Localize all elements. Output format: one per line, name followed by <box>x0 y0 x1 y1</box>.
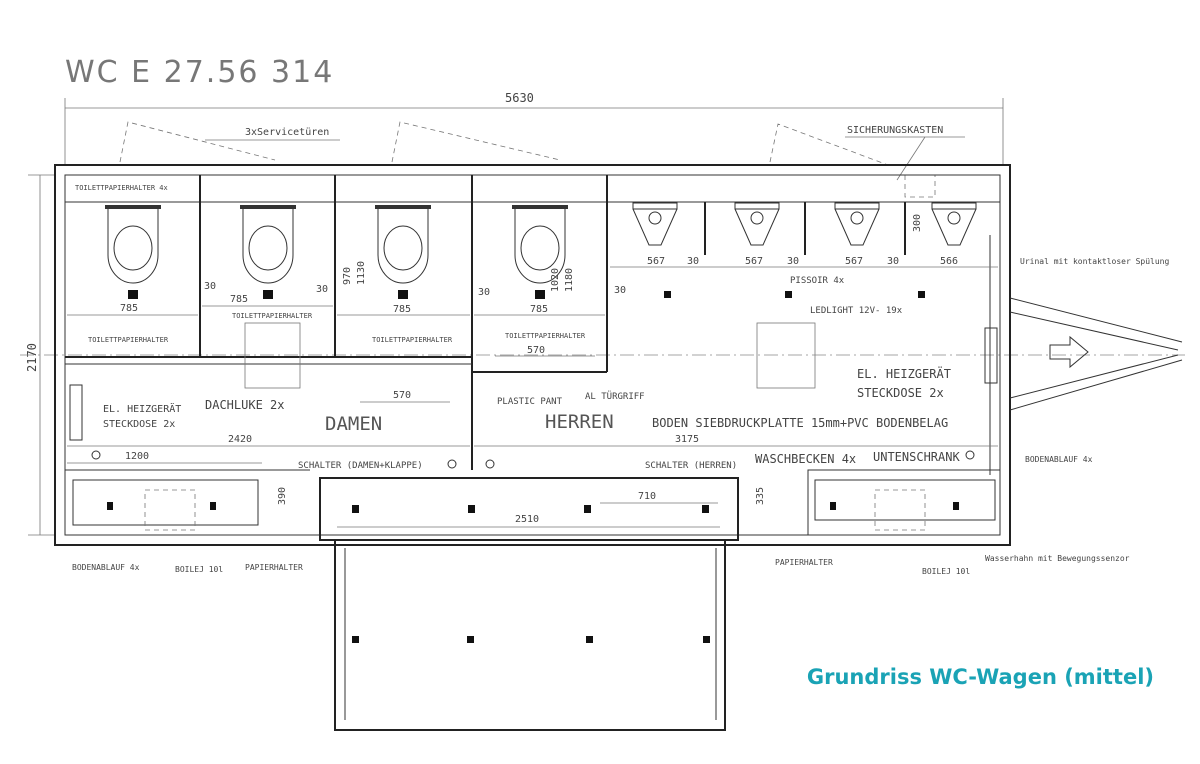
urinal <box>931 202 977 246</box>
svg-text:SICHERUNGSKASTEN: SICHERUNGSKASTEN <box>847 125 943 136</box>
fixtures <box>69 291 998 469</box>
svg-text:1180: 1180 <box>564 268 575 292</box>
urinal <box>734 202 780 246</box>
svg-text:570: 570 <box>393 390 411 401</box>
svg-text:BODENABLAUF 4x: BODENABLAUF 4x <box>72 563 140 572</box>
svg-text:PLASTIC PANT: PLASTIC PANT <box>497 397 563 407</box>
svg-text:1130: 1130 <box>356 261 367 285</box>
svg-text:785: 785 <box>230 294 248 305</box>
dimension-labels: 785 785 785 785 30 30 30 30 970 1130 102… <box>67 214 998 528</box>
toilet <box>375 205 431 299</box>
svg-text:30: 30 <box>316 284 328 295</box>
svg-text:567: 567 <box>745 256 763 267</box>
svg-text:TOILETTPAPIERHALTER: TOILETTPAPIERHALTER <box>232 312 313 320</box>
led-lights <box>664 291 925 298</box>
svg-text:TOILETTPAPIERHALTER: TOILETTPAPIERHALTER <box>505 332 586 340</box>
svg-text:30: 30 <box>614 285 626 296</box>
svg-text:AL TÜRGRIFF: AL TÜRGRIFF <box>585 391 645 402</box>
svg-text:Wasserhahn mit Bewegungssenzor: Wasserhahn mit Bewegungssenzor <box>985 554 1130 563</box>
urinal <box>632 202 678 246</box>
svg-text:5630: 5630 <box>505 91 534 105</box>
svg-text:LEDLIGHT 12V- 19x: LEDLIGHT 12V- 19x <box>810 306 903 316</box>
svg-text:390: 390 <box>277 487 288 505</box>
toilets <box>105 205 568 299</box>
svg-text:2510: 2510 <box>515 514 539 525</box>
svg-text:785: 785 <box>530 304 548 315</box>
svg-text:566: 566 <box>940 256 958 267</box>
svg-text:785: 785 <box>120 303 138 314</box>
urinals <box>632 202 977 246</box>
svg-text:BOILEJ 10l: BOILEJ 10l <box>922 567 970 576</box>
annotations: TOILETTPAPIERHALTER 4x TOILETTPAPIERHALT… <box>72 184 1169 576</box>
svg-text:300: 300 <box>912 214 923 232</box>
toilet <box>240 205 296 299</box>
trailer-walls <box>54 164 1011 546</box>
svg-text:SCHALTER (HERREN): SCHALTER (HERREN) <box>645 461 737 471</box>
toilet <box>105 205 161 299</box>
svg-text:785: 785 <box>393 304 411 315</box>
entrance-ramp <box>319 477 739 731</box>
drawbar <box>1009 297 1183 411</box>
svg-text:30: 30 <box>787 256 799 267</box>
svg-text:3175: 3175 <box>675 434 699 445</box>
length-dimension: 5630 <box>64 91 1004 165</box>
svg-text:567: 567 <box>647 256 665 267</box>
svg-text:30: 30 <box>478 287 490 298</box>
svg-text:335: 335 <box>755 487 766 505</box>
heater <box>984 327 998 384</box>
svg-text:TOILETTPAPIERHALTER: TOILETTPAPIERHALTER <box>88 336 169 344</box>
drawing-title: WC E 27.56 314 <box>65 55 334 90</box>
svg-text:STECKDOSE 2x: STECKDOSE 2x <box>103 419 175 430</box>
urinal <box>834 202 880 246</box>
heater <box>69 384 83 441</box>
svg-text:DAMEN: DAMEN <box>325 413 382 435</box>
svg-text:TOILETTPAPIERHALTER 4x: TOILETTPAPIERHALTER 4x <box>75 184 168 192</box>
svg-text:1200: 1200 <box>125 451 149 462</box>
svg-text:30: 30 <box>204 281 216 292</box>
svg-text:EL. HEIZGERÄT: EL. HEIZGERÄT <box>103 402 181 415</box>
svg-text:UNTENSCHRANK: UNTENSCHRANK <box>873 450 960 464</box>
svg-text:WASCHBECKEN 4x: WASCHBECKEN 4x <box>755 452 856 466</box>
svg-text:PAPIERHALTER: PAPIERHALTER <box>775 558 833 567</box>
svg-text:BOILEJ 10l: BOILEJ 10l <box>175 565 223 574</box>
svg-text:30: 30 <box>887 256 899 267</box>
caption: Grundriss WC-Wagen (mittel) <box>806 665 1154 689</box>
svg-text:970: 970 <box>342 267 353 285</box>
svg-text:TOILETTPAPIERHALTER: TOILETTPAPIERHALTER <box>372 336 453 344</box>
svg-text:567: 567 <box>845 256 863 267</box>
toilet <box>512 205 568 299</box>
svg-text:PISSOIR 4x: PISSOIR 4x <box>790 276 845 286</box>
svg-text:Urinal mit kontaktloser Spülun: Urinal mit kontaktloser Spülung <box>1020 257 1169 266</box>
svg-text:HERREN: HERREN <box>545 411 614 433</box>
svg-text:PAPIERHALTER: PAPIERHALTER <box>245 563 303 572</box>
svg-text:EL. HEIZGERÄT: EL. HEIZGERÄT <box>857 366 951 381</box>
svg-text:SCHALTER (DAMEN+KLAPPE): SCHALTER (DAMEN+KLAPPE) <box>298 461 423 471</box>
svg-text:1020: 1020 <box>550 268 561 292</box>
service-doors: 3xServicetüren SICHERUNGSKASTEN <box>119 121 965 198</box>
svg-text:BODENABLAUF 4x: BODENABLAUF 4x <box>1025 455 1093 464</box>
svg-text:DACHLUKE 2x: DACHLUKE 2x <box>205 398 284 412</box>
direction-arrow-icon <box>1049 335 1089 369</box>
svg-text:30: 30 <box>687 256 699 267</box>
svg-text:3xServicetüren: 3xServicetüren <box>245 127 329 138</box>
roof-hatch <box>756 322 816 389</box>
wash-counters <box>65 469 1001 536</box>
roof-hatch <box>244 322 301 389</box>
svg-text:710: 710 <box>638 491 656 502</box>
svg-text:2420: 2420 <box>228 434 252 445</box>
svg-text:STECKDOSE 2x: STECKDOSE 2x <box>857 386 944 400</box>
svg-text:BODEN SIEBDRUCKPLATTE 15mm+PVC: BODEN SIEBDRUCKPLATTE 15mm+PVC BODENBELA… <box>652 416 948 430</box>
svg-text:570: 570 <box>527 345 545 356</box>
svg-text:2170: 2170 <box>25 343 39 372</box>
